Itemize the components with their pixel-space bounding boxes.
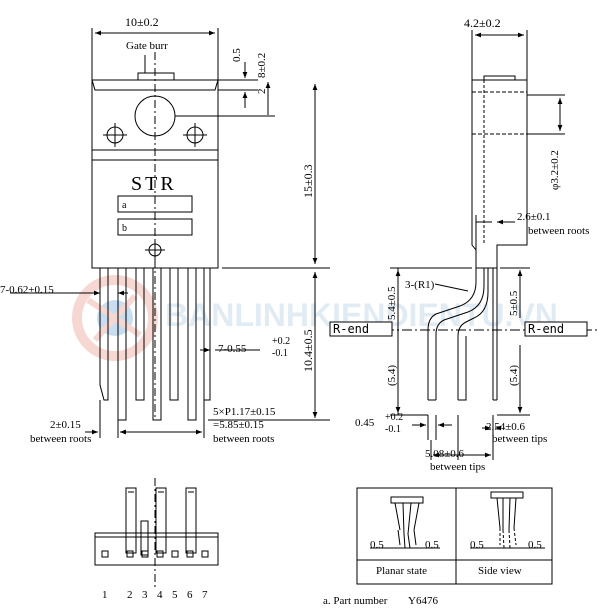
pin-number: 4 [157,589,163,601]
pin-number: 1 [102,589,108,601]
pin-number: 3 [142,589,148,601]
inset-dim-3: 0.5 [470,539,484,551]
pin-number: 7 [202,589,208,601]
dim-8: 8±0.2 [256,53,268,78]
side-view-label: Side view [478,565,522,577]
tips-pitch-label: between tips [492,433,547,445]
dim-54-lower: (5.4) [386,365,398,386]
dim-54-upper: 5.4±0.5 [386,286,398,320]
planar-state-label: Planar state [376,565,427,577]
right-54-dim: (5.4) [508,365,520,386]
front-view [10,28,330,438]
side-view [329,30,600,460]
r-end-right: R-end [528,322,564,336]
dim-top-05: 0.5 [231,48,243,62]
pin-number: 6 [187,589,193,601]
lead-thick-dim: 0.45 [355,417,375,429]
thickness-dim: 4.2±0.2 [464,16,501,30]
tips-span-dim: 5.08±0.6 [425,448,465,460]
inset-dim-4: 0.5 [528,539,542,551]
dim-26: 2.6±0.1 [517,211,551,223]
dim-top-2: 2 [256,89,268,95]
pin-number: 5 [172,589,178,601]
width-dim-label: 10±0.2 [125,15,159,29]
right-05-dim: 5±0.5 [508,290,520,316]
brand-marking: STR [131,173,177,195]
pin-thick-tol-plus: +0.2 [272,336,290,347]
watermark: BANLINHKIENDIENTU.VN [72,275,558,361]
r-end-left: R-end [333,322,369,336]
bottom-view [94,478,219,590]
gear-logo-icon [72,275,158,361]
pin-thick-tol-minus: -0.1 [272,348,288,359]
bottom-pin-numbers: 1 2 3 4 5 6 7 [102,589,208,601]
inset-dim-1: 0.5 [370,539,384,551]
front-pins [99,268,211,421]
pin-thick-dim: 7-0.55 [218,343,247,355]
pin-width-dim: 7-0.62±0.15 [0,284,54,296]
left-roots-label: between roots [30,433,91,445]
hole-dia-dim: φ3.2±0.2 [549,150,561,190]
dim-26-label: between roots [528,225,589,237]
part-number-label: a. Part number [323,595,388,607]
pitch-dim: 5×P1.17±0.15 [213,406,276,418]
pin-number: 2 [127,589,133,601]
gate-burr-label: Gate burr [126,40,168,52]
tips-pitch-dim: 2.54±0.6 [486,421,526,433]
left-roots-dim: 2±0.15 [50,419,81,431]
lead-thick-tol-minus: -0.1 [385,424,401,435]
marking-field-b: b [122,223,127,234]
inset-dim-2: 0.5 [425,539,439,551]
marking-field-a: a [122,200,127,211]
pitch-label: between roots [213,433,274,445]
inset-box [356,487,553,585]
dim-15: 15±0.3 [301,164,315,198]
bend-radius-dim: 3-(R1) [405,279,435,291]
lead-thick-tol-plus: +0.2 [385,412,403,423]
pitch-total-dim: =5.85±0.15 [213,419,264,431]
part-number-value: Y6476 [408,595,438,607]
tips-span-label: between tips [430,461,485,473]
dim-104: 10.4±0.5 [301,329,315,372]
